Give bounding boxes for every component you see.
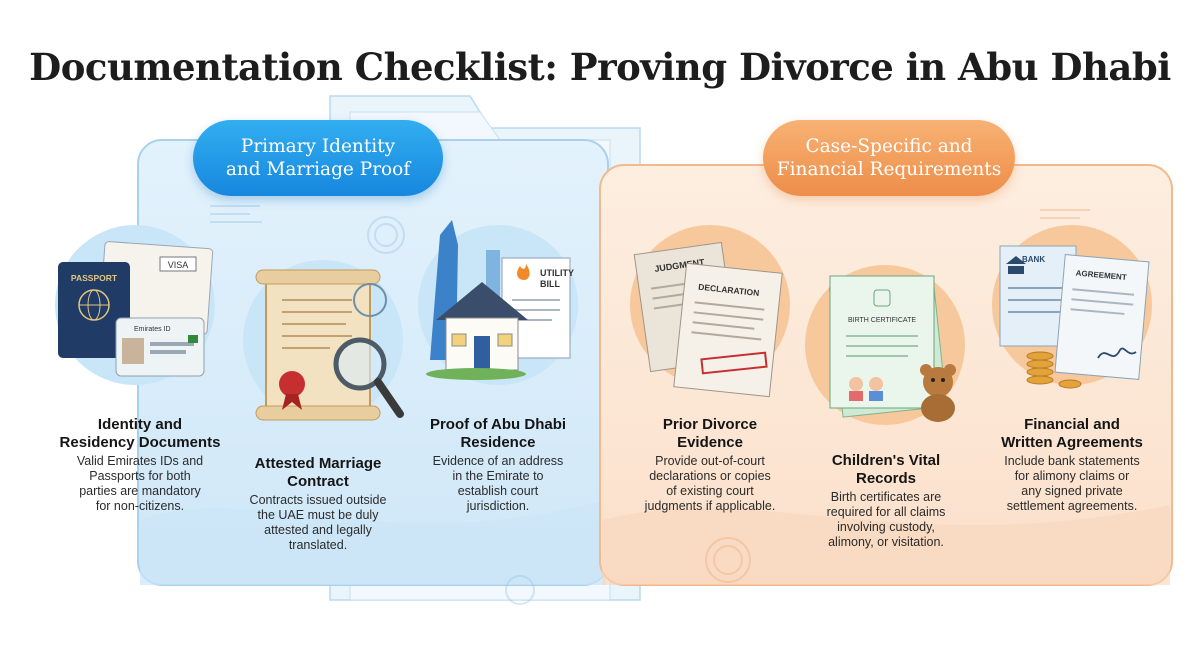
section-label-primary-identity: Primary Identity and Marriage Proof bbox=[193, 120, 443, 196]
item-title-identity-residency: Identity and Residency Documents bbox=[40, 416, 240, 452]
section-label-line: Primary Identity bbox=[240, 136, 396, 157]
residence-house-icon: UTILITY BILL bbox=[418, 220, 578, 385]
item-desc-identity-residency: Valid Emirates IDs and Passports for bot… bbox=[40, 454, 240, 514]
item-desc-line: any signed private bbox=[1021, 484, 1123, 498]
marriage-contract-icon bbox=[243, 260, 404, 421]
item-desc-line: Evidence of an address bbox=[432, 454, 564, 468]
item-title-childrens-records: Children's Vital Records bbox=[786, 452, 986, 488]
item-desc-line: involving custody, bbox=[837, 520, 935, 534]
birth-certificate-label: BIRTH CERTIFICATE bbox=[848, 317, 916, 324]
emirates-id-label: Emirates ID bbox=[134, 326, 171, 333]
item-desc-line: Provide out-of-court bbox=[655, 454, 765, 468]
section-label-line: Case-Specific and bbox=[805, 136, 973, 157]
item-desc-line: Include bank statements bbox=[1004, 454, 1140, 468]
item-title-line: Proof of Abu Dhabi bbox=[429, 416, 567, 433]
visa-label: VISA bbox=[168, 260, 189, 270]
passport-label: PASSPORT bbox=[71, 273, 118, 283]
item-title-line: Children's Vital bbox=[831, 452, 941, 469]
item-desc-line: Birth certificates are bbox=[830, 490, 942, 504]
item-desc-childrens-records: Birth certificates are required for all … bbox=[786, 490, 986, 550]
item-desc-financial-agreements: Include bank statements for alimony clai… bbox=[972, 454, 1172, 514]
item-title-line: Financial and bbox=[1024, 416, 1120, 433]
item-desc-line: declarations or copies bbox=[649, 469, 771, 483]
item-desc-prior-divorce: Provide out-of-court declarations or cop… bbox=[610, 454, 810, 514]
item-title-line: Attested Marriage bbox=[254, 455, 382, 472]
item-title-financial-agreements: Financial and Written Agreements bbox=[972, 416, 1172, 452]
item-title-prior-divorce: Prior Divorce Evidence bbox=[610, 416, 810, 452]
utility-bill-label-2: BILL bbox=[540, 279, 560, 289]
section-label-case-specific: Case-Specific and Financial Requirements bbox=[763, 120, 1015, 196]
item-title-line: Evidence bbox=[677, 434, 743, 451]
item-desc-line: for alimony claims or bbox=[1014, 469, 1130, 483]
item-title-residence: Proof of Abu Dhabi Residence bbox=[398, 416, 598, 452]
prior-divorce-documents-icon: JUDGMENT DECLARATION bbox=[630, 225, 790, 398]
teddy-bear-icon bbox=[920, 364, 956, 422]
item-desc-line: Passports for both bbox=[89, 469, 191, 483]
item-desc-line: settlement agreements. bbox=[1006, 499, 1138, 513]
item-desc-line: required for all claims bbox=[826, 505, 946, 519]
item-desc-line: judgments if applicable. bbox=[644, 499, 776, 513]
item-desc-line: Contracts issued outside bbox=[249, 493, 387, 507]
item-title-line: Residency Documents bbox=[59, 434, 221, 451]
item-title-line: Residence bbox=[460, 434, 536, 451]
item-desc-line: parties are mandatory bbox=[79, 484, 201, 498]
birth-certificate-icon: BIRTH CERTIFICATE bbox=[805, 265, 965, 425]
identity-documents-icon: VISA PASSPORT Emirates ID bbox=[55, 225, 215, 385]
bank-label: BANK bbox=[1022, 255, 1045, 264]
agreement-label: AGREEMENT bbox=[1075, 269, 1127, 282]
item-desc-line: the UAE must be duly bbox=[257, 508, 379, 522]
section-label-line: and Marriage Proof bbox=[225, 159, 411, 180]
item-desc-line: translated. bbox=[288, 538, 348, 552]
item-desc-line: attested and legally bbox=[264, 523, 372, 537]
item-desc-line: Valid Emirates IDs and bbox=[76, 454, 204, 468]
item-title-line: Written Agreements bbox=[1001, 434, 1143, 451]
financial-agreements-icon: BANK AGREEMENT bbox=[992, 225, 1152, 389]
item-title-line: Identity and bbox=[97, 416, 183, 433]
item-desc-line: establish court bbox=[457, 484, 539, 498]
item-desc-line: in the Emirate to bbox=[452, 469, 544, 483]
item-title-line: Records bbox=[855, 470, 917, 487]
utility-bill-label-1: UTILITY bbox=[540, 268, 574, 278]
section-label-line: Financial Requirements bbox=[776, 159, 1002, 180]
item-title-marriage-contract: Attested Marriage Contract bbox=[218, 455, 418, 491]
item-desc-residence: Evidence of an address in the Emirate to… bbox=[398, 454, 598, 514]
item-desc-line: alimony, or visitation. bbox=[828, 535, 944, 549]
item-title-line: Prior Divorce bbox=[662, 416, 758, 433]
item-desc-line: jurisdiction. bbox=[466, 499, 530, 513]
item-desc-line: for non-citizens. bbox=[95, 499, 185, 513]
page-title: Documentation Checklist: Proving Divorce… bbox=[29, 44, 1171, 89]
item-desc-marriage-contract: Contracts issued outside the UAE must be… bbox=[218, 493, 418, 553]
item-desc-line: of existing court bbox=[666, 484, 754, 498]
item-title-line: Contract bbox=[287, 473, 349, 490]
